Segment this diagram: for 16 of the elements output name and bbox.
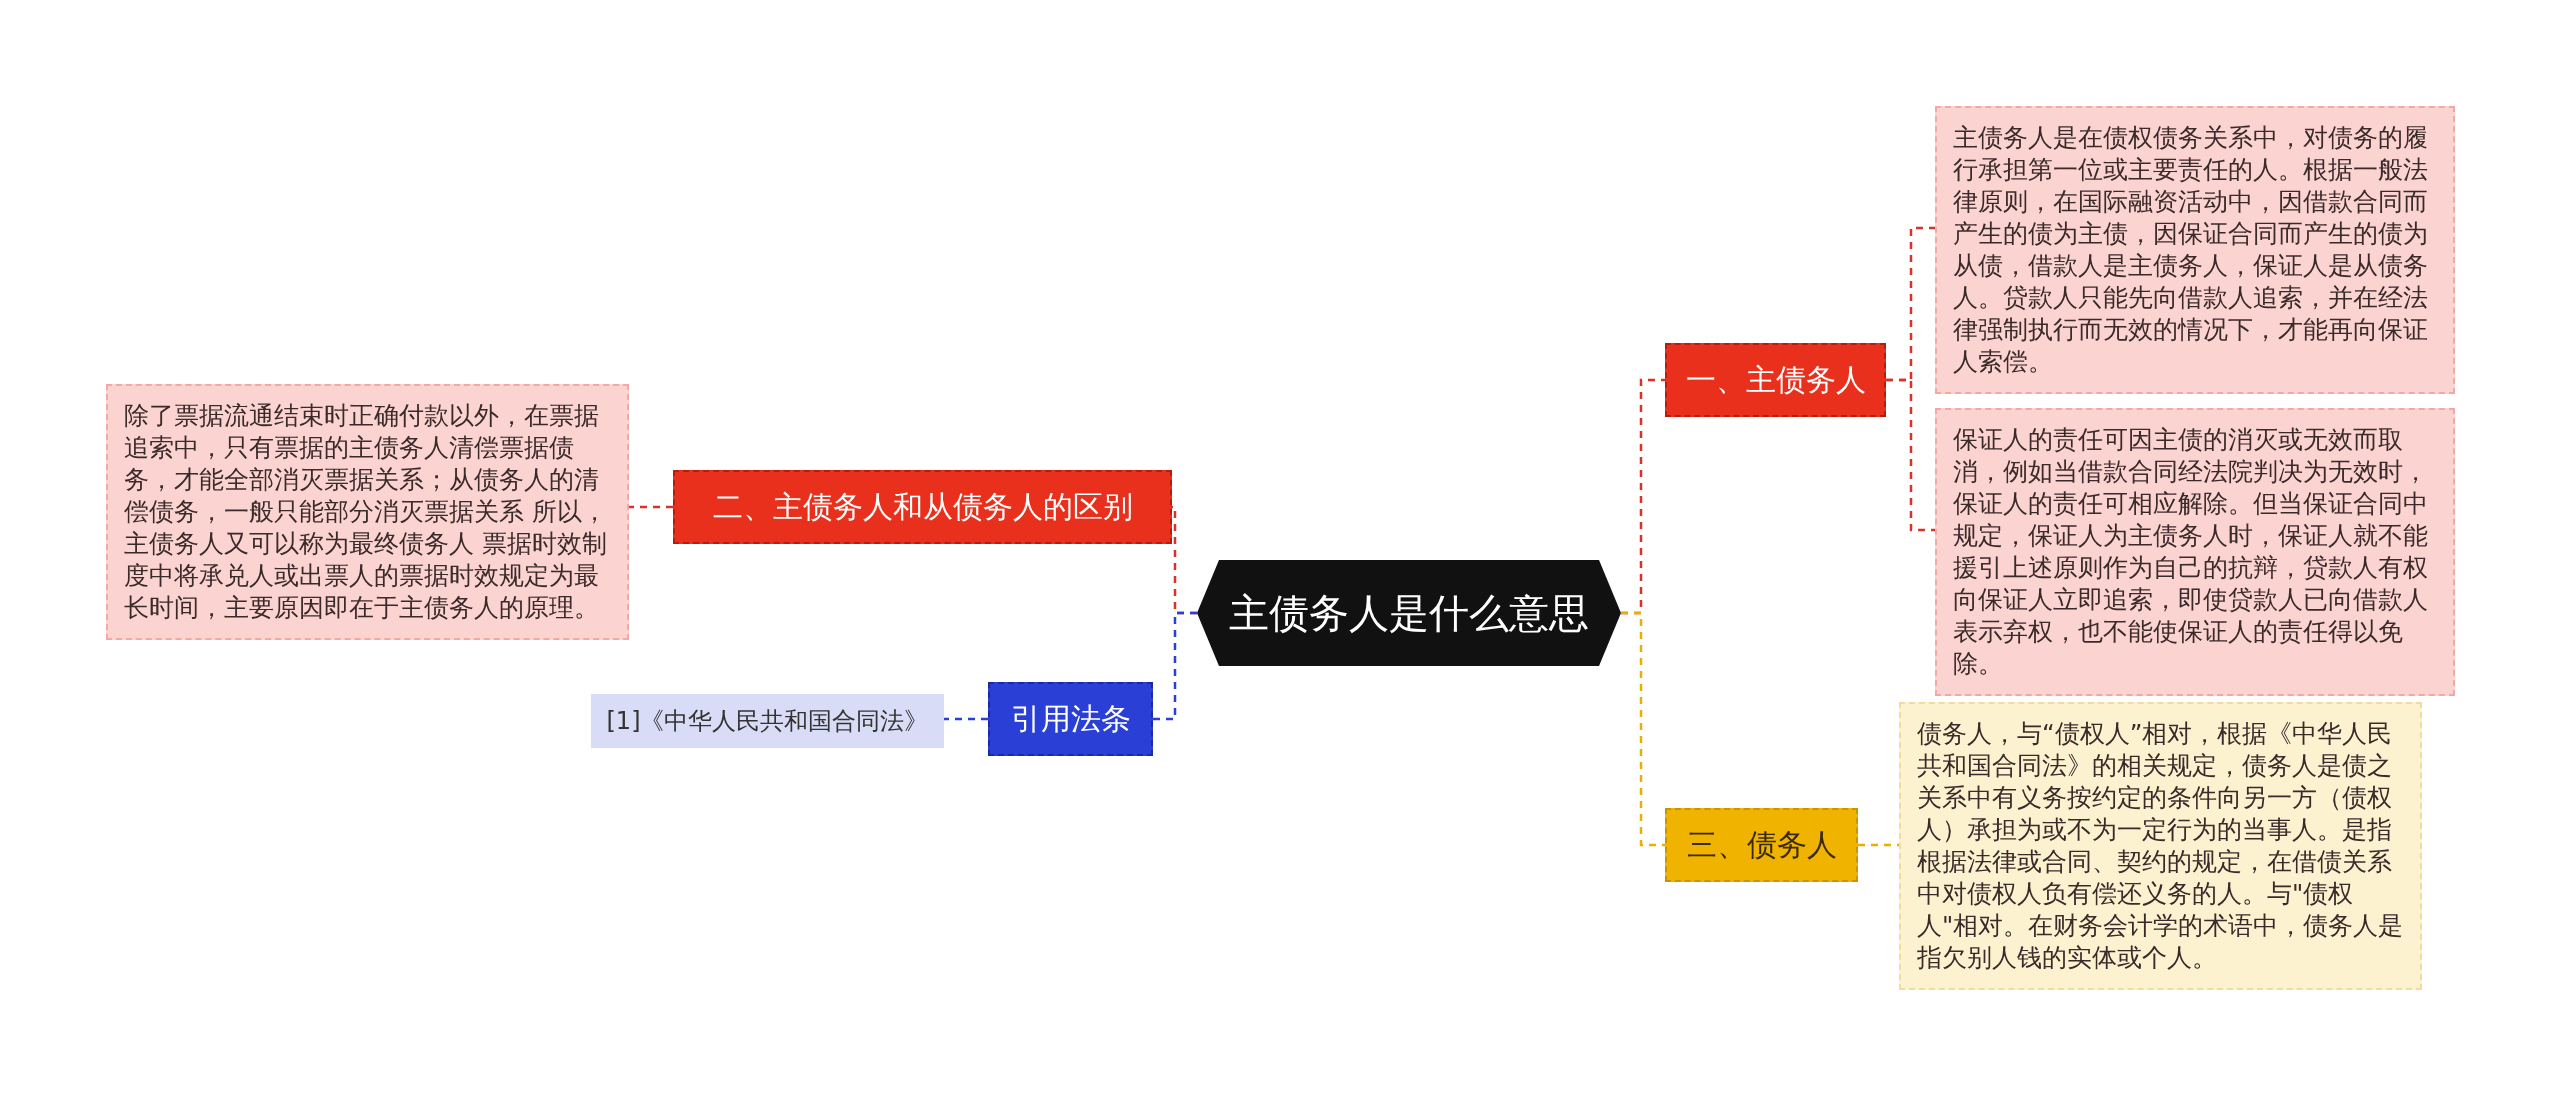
note-box: 债务人，与“债权人”相对，根据《中华人民共和国合同法》的相关规定，债务人是债之关系中有义务按约定的条件向另一方（债权人）承担为或不为一定行为的当事人。是指根据法律或合同、契约的规定，在借债关系中对债权人负有偿还义务的人。与"债权人"相对。在财务会计学的术语中，债务人是指欠别人钱的实体或个人。 [1899,702,2422,990]
topic-box: 二、主债务人和从债务人的区别 [673,470,1172,544]
connector-line [1886,378,1935,532]
topic-box: 一、主债务人 [1665,343,1886,417]
central-topic-hexagon: 主债务人是什么意思 [1197,560,1621,666]
reference-box: [1]《中华人民共和国合同法》 [591,694,944,748]
topic-box: 引用法条 [988,682,1153,756]
connector-line [629,505,673,509]
connector-line [1621,611,1665,847]
note-box: 保证人的责任可因主债的消灭或无效而取消，例如当借款合同经法院判决为无效时，保证人的责任可相应解除。但当保证合同中规定，保证人为主债务人时，保证人就不能援引上述原则作为自己的抗辩，贷款人有权向保证人立即追索，即使贷款人已向借款人表示弃权，也不能使保证人的责任得以免除。 [1935,408,2455,696]
note-box: 除了票据流通结束时正确付款以外，在票据追索中，只有票据的主债务人清偿票据债务，才能全部消灭票据关系；从债务人的清偿债务，一般只能部分消灭票据关系 所以，主债务人又可以称为最终债务人 票据时效制度中将承兑人或出票人的票据时效规定为最长时间，主要原因即在于主债务人的原理。 [106,384,629,640]
connector-line [1153,611,1197,721]
connector-line [944,717,988,721]
connector-line [1858,843,1899,847]
note-box: 主债务人是在债权债务关系中，对债务的履行承担第一位或主要责任的人。根据一般法律原则，在国际融资活动中，因借款合同而产生的债为主债，因保证合同而产生的债为从债，借款人是主债务人，保证人是从债务人。贷款人只能先向借款人追索，并在经法律强制执行而无效的情况下，才能再向保证人索偿。 [1935,106,2455,394]
topic-box: 三、债务人 [1665,808,1858,882]
